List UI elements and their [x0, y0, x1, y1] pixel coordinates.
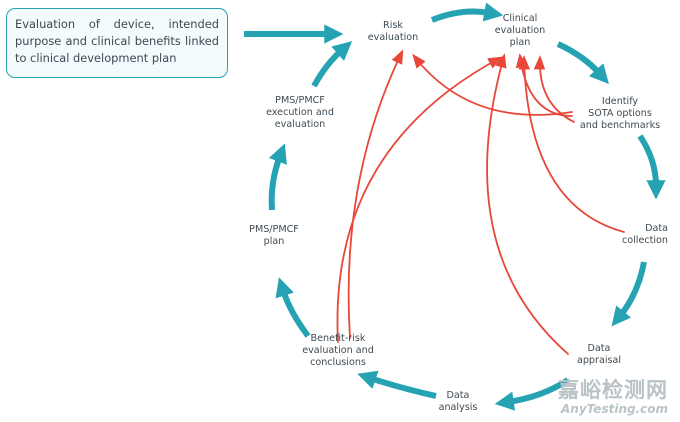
watermark-chinese: 嘉峪检测网: [558, 378, 668, 402]
watermark-latin: AnyTesting.com: [561, 402, 668, 416]
node-pms-pmcf-execution: PMS/PMCF execution and evaluation: [266, 95, 334, 130]
collection-to-plan-feedback-arrow: [518, 55, 625, 233]
plan-to-sota-arrow: [556, 41, 609, 85]
appraisal-to-plan-feedback-arrow: [486, 53, 569, 355]
benefit-to-pmsplan-arrow: [275, 277, 311, 338]
sota-to-plan-feedback-arrow-2: [533, 55, 575, 123]
node-pms-pmcf-plan: PMS/PMCF plan: [249, 224, 299, 247]
benefit-to-risk-feedback-arrow: [347, 49, 404, 339]
risk-to-plan-arrow: [430, 2, 504, 23]
node-data-collection: Data collection: [621, 223, 668, 246]
node-benefit-risk: Benefit-risk evaluation and conclusions: [302, 333, 374, 368]
pmsexec-to-risk-arrow: [311, 41, 353, 88]
node-risk-evaluation: Risk evaluation: [367, 20, 419, 43]
appraisal-to-analysis-arrow: [494, 377, 570, 411]
node-data-analysis: Data analysis: [438, 390, 478, 413]
watermark: 嘉峪检测网 AnyTesting.com: [558, 378, 668, 416]
collection-to-appraisal-arrow: [611, 261, 647, 327]
feedback-arrows: [336, 49, 625, 355]
node-data-appraisal: Data appraisal: [576, 343, 622, 366]
intro-text: Evaluation of device, intended purpose a…: [15, 17, 219, 65]
analysis-to-benefit-arrow: [357, 370, 437, 399]
sota-to-risk-feedback-arrow: [412, 53, 573, 116]
intro-box: Evaluation of device, intended purpose a…: [6, 8, 228, 78]
benefit-to-plan-feedback-arrow: [336, 56, 503, 343]
node-clinical-evaluation-plan: Clinical evaluation plan: [494, 13, 546, 48]
cycle-arrows: [244, 2, 666, 411]
sota-to-collection-arrow: [637, 134, 666, 200]
node-identify-sota: Identify SOTA options and benchmarks: [579, 96, 661, 131]
pmsplan-to-pmsexec-arrow: [268, 143, 287, 211]
